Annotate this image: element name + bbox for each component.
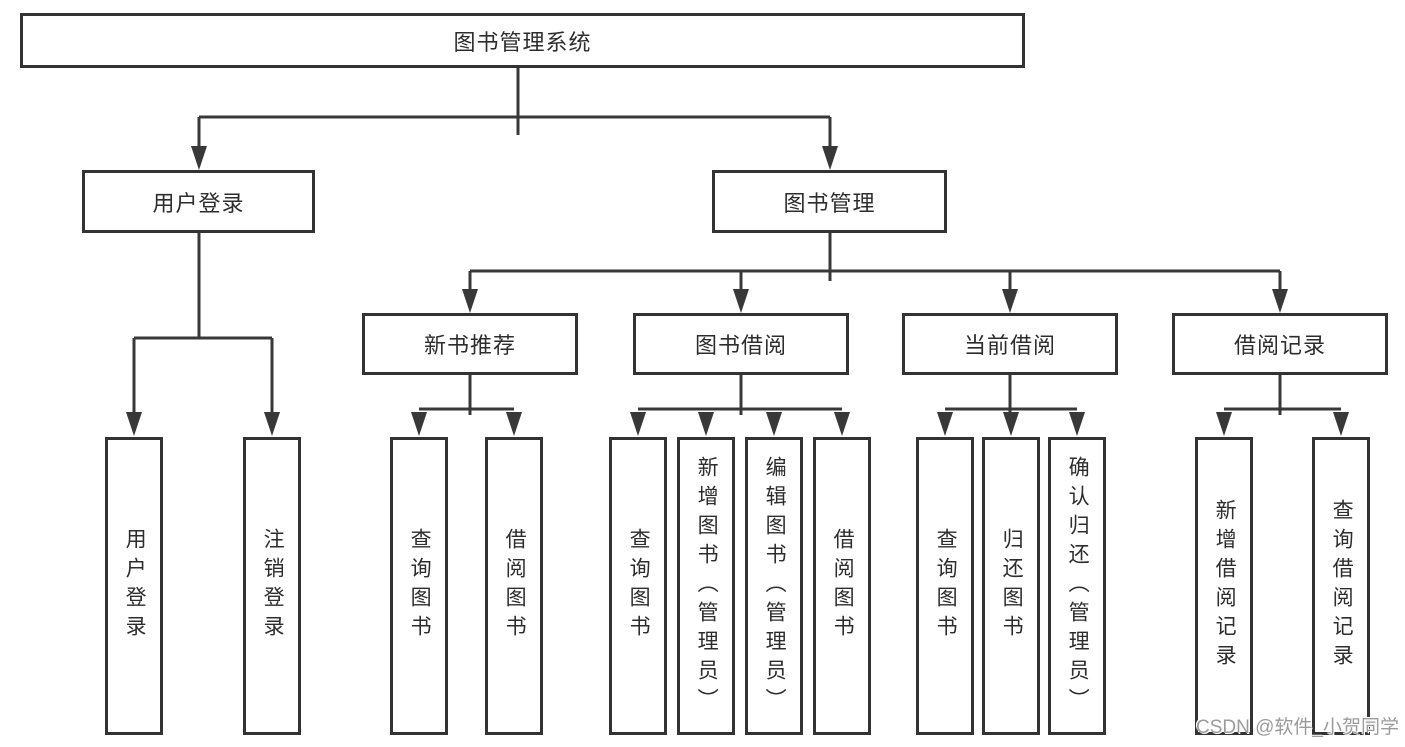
node-label: 查询图书 — [627, 528, 651, 644]
node-book-management: 图书管理 — [712, 170, 947, 233]
node-label: 用户登录 — [152, 190, 245, 216]
arrow-down-icon — [834, 412, 850, 436]
leaf-user-login: 用户登录 — [105, 437, 163, 735]
node-label: 查询借阅记录 — [1330, 499, 1354, 673]
node-label: 借阅图书 — [503, 528, 527, 644]
leaf-query-books-current: 查询图书 — [916, 437, 974, 735]
leaf-borrow-books-recommend: 借阅图书 — [485, 437, 543, 735]
arrow-down-icon — [766, 412, 782, 436]
arrow-down-icon — [1333, 412, 1349, 436]
node-label: 新增借阅记录 — [1213, 499, 1237, 673]
node-label: 编辑图书（管理员） — [763, 455, 787, 717]
leaf-borrow-books: 借阅图书 — [813, 437, 871, 735]
node-label: 确认归还（管理员） — [1066, 455, 1090, 717]
node-current-borrowing: 当前借阅 — [902, 313, 1118, 375]
arrow-down-icon — [462, 289, 478, 313]
node-label: 借阅记录 — [1233, 333, 1326, 358]
arrow-down-icon — [506, 412, 522, 436]
arrow-down-icon — [411, 412, 427, 436]
node-label: 新书推荐 — [423, 333, 516, 358]
leaf-logout: 注销登录 — [243, 437, 301, 735]
node-label: 图书管理 — [783, 190, 876, 216]
node-user-login: 用户登录 — [82, 170, 315, 233]
leaf-return-books: 归还图书 — [982, 437, 1040, 735]
leaf-edit-books-admin: 编辑图书（管理员） — [745, 437, 803, 735]
node-book-borrowing: 图书借阅 — [633, 313, 849, 375]
arrow-down-icon — [126, 412, 142, 436]
node-label: 图书借阅 — [694, 333, 787, 358]
arrow-down-icon — [1003, 412, 1019, 436]
leaf-query-borrow-record: 查询借阅记录 — [1312, 437, 1370, 735]
arrow-down-icon — [1272, 289, 1288, 313]
node-label: 新增图书（管理员） — [695, 455, 719, 717]
node-label: 借阅图书 — [831, 528, 855, 644]
node-label: 注销登录 — [261, 528, 285, 644]
leaf-query-books-recommend: 查询图书 — [390, 437, 448, 735]
leaf-add-borrow-record: 新增借阅记录 — [1195, 437, 1253, 735]
arrow-down-icon — [191, 146, 207, 170]
arrow-down-icon — [733, 289, 749, 313]
arrow-down-icon — [1002, 289, 1018, 313]
arrow-down-icon — [264, 412, 280, 436]
node-label: 查询图书 — [934, 528, 958, 644]
node-label: 归还图书 — [1000, 528, 1024, 644]
node-label: 查询图书 — [408, 528, 432, 644]
arrow-down-icon — [822, 146, 838, 170]
leaf-add-books-admin: 新增图书（管理员） — [677, 437, 735, 735]
node-label: 用户登录 — [123, 528, 147, 644]
arrow-down-icon — [1216, 412, 1232, 436]
arrow-down-icon — [698, 412, 714, 436]
node-book-management-system: 图书管理系统 — [20, 13, 1025, 68]
arrow-down-icon — [1069, 412, 1085, 436]
node-new-book-recommendation: 新书推荐 — [362, 313, 578, 375]
node-label: 当前借阅 — [963, 333, 1056, 358]
leaf-confirm-return-admin: 确认归还（管理员） — [1048, 437, 1106, 735]
node-borrowing-records: 借阅记录 — [1172, 313, 1388, 375]
node-label: 图书管理系统 — [453, 29, 592, 55]
leaf-query-books-borrowing: 查询图书 — [609, 437, 667, 735]
arrow-down-icon — [937, 412, 953, 436]
csdn-watermark: CSDN @软件_小贺同学 — [1196, 717, 1399, 738]
arrow-down-icon — [630, 412, 646, 436]
